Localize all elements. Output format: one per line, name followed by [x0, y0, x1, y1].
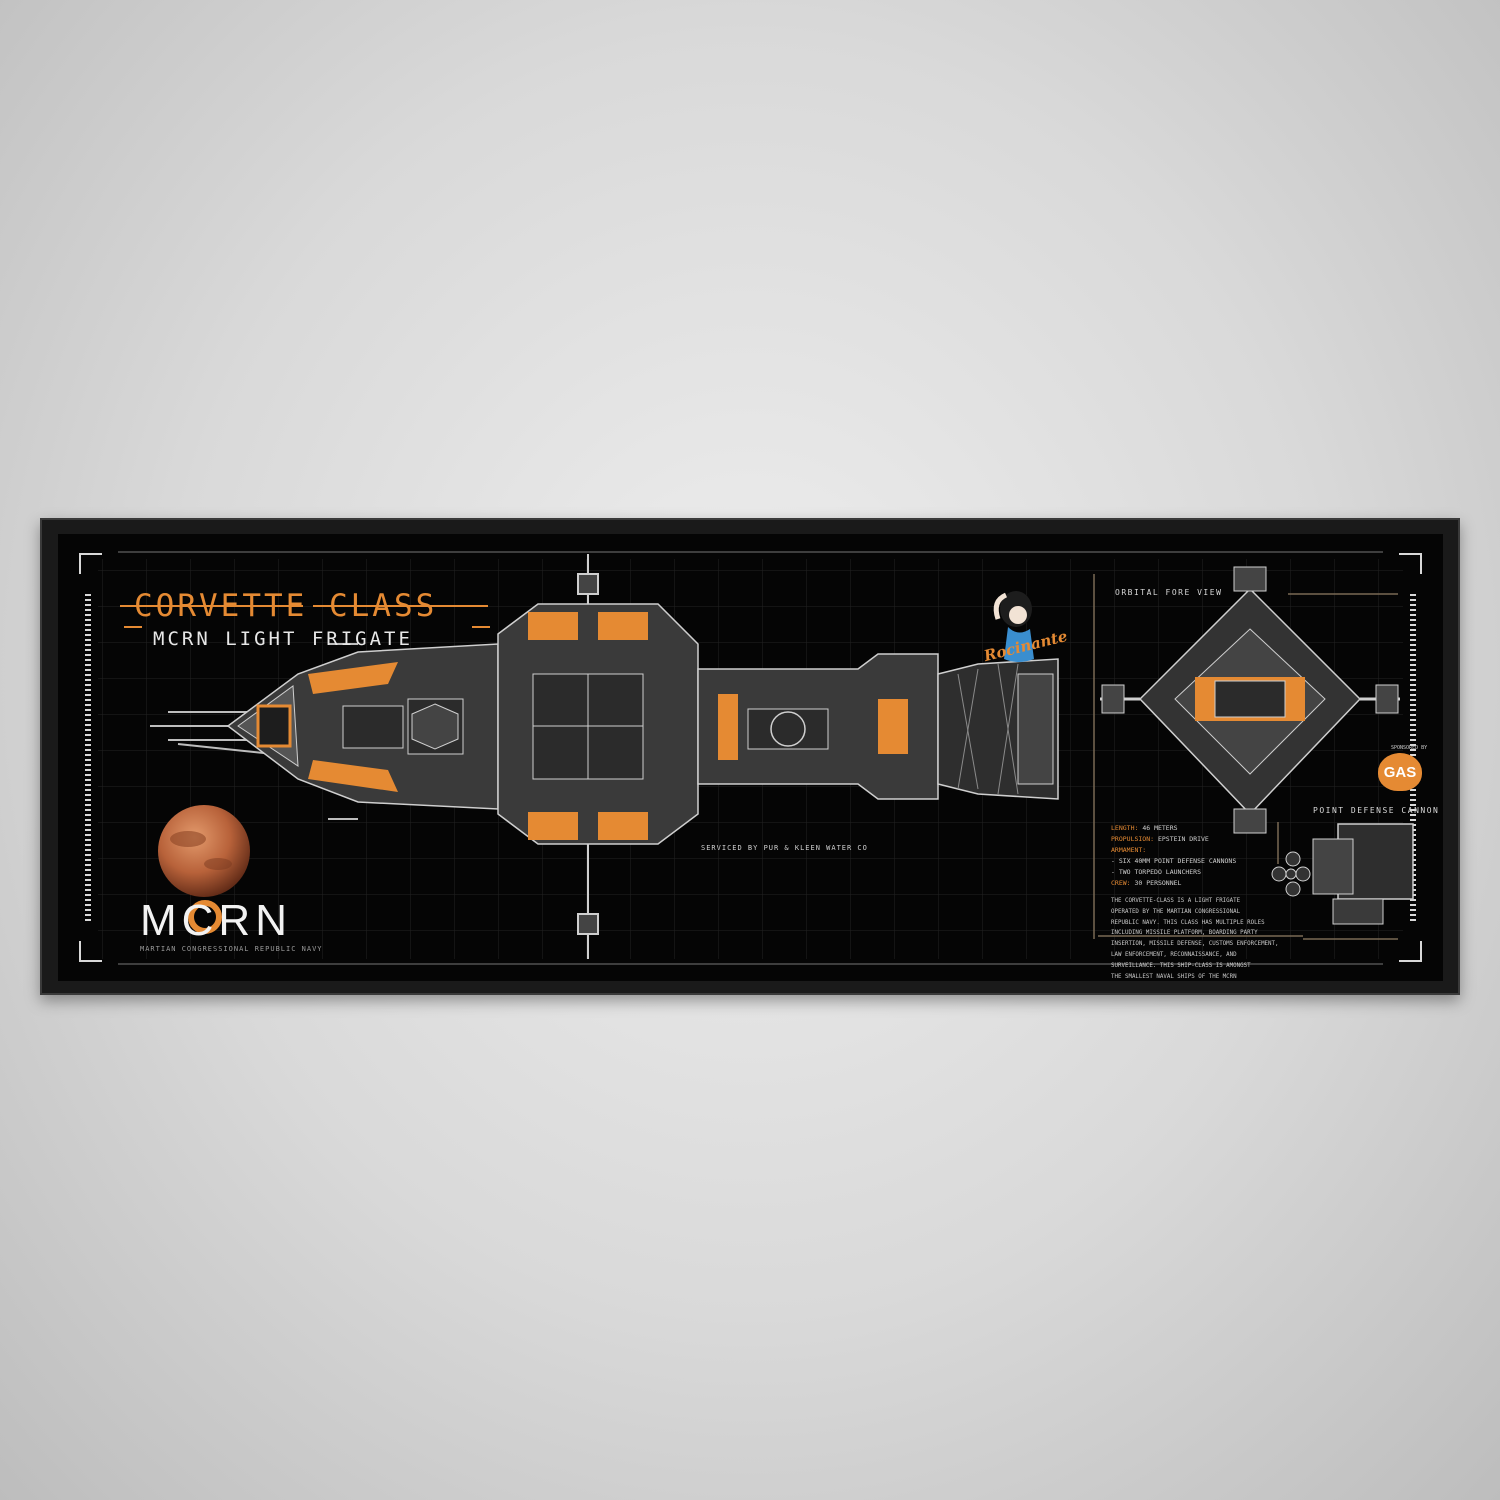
- mcrn-logo-subtitle: MARTIAN CONGRESSIONAL REPUBLIC NAVY: [140, 945, 323, 953]
- blueprint-poster: CORVETTE CLASS MCRN LIGHT FRIGATE Rocina…: [58, 534, 1443, 981]
- orbital-fore-view-label: ORBITAL FORE VIEW: [1115, 588, 1223, 597]
- blueprint-graphics: [79, 551, 1422, 965]
- sponsored-by-text: SPONSORED BY: [1391, 745, 1428, 751]
- sponsor-logo: GAS: [1378, 753, 1422, 791]
- orbital-fore-view-ship: [1100, 566, 1400, 834]
- ship-description: THE CORVETTE-CLASS IS A LIGHT FRIGATE OP…: [1111, 898, 1279, 980]
- mcrn-logo-ring: [188, 900, 222, 934]
- mcrn-logo: MCRN: [140, 896, 292, 945]
- ship-specs: LENGTH: 46 METERS PROPULSION: EPSTEIN DR…: [1111, 824, 1237, 887]
- ship-top-view: [150, 554, 1059, 959]
- poster-frame: CORVETTE CLASS MCRN LIGHT FRIGATE Rocina…: [40, 518, 1460, 995]
- mars-planet: [158, 805, 250, 897]
- rocinante-pinup: [993, 591, 1034, 662]
- point-defense-cannon: [1271, 823, 1414, 925]
- title-decoration: [120, 605, 490, 628]
- poster-title: CORVETTE CLASS: [134, 588, 438, 624]
- serviced-by-text: SERVICED BY PUR & KLEEN WATER CO: [701, 844, 868, 852]
- poster-subtitle: MCRN LIGHT FRIGATE: [153, 628, 413, 650]
- pdc-label: POINT DEFENSE CANNON: [1313, 806, 1440, 815]
- panel-dividers: [1093, 574, 1398, 940]
